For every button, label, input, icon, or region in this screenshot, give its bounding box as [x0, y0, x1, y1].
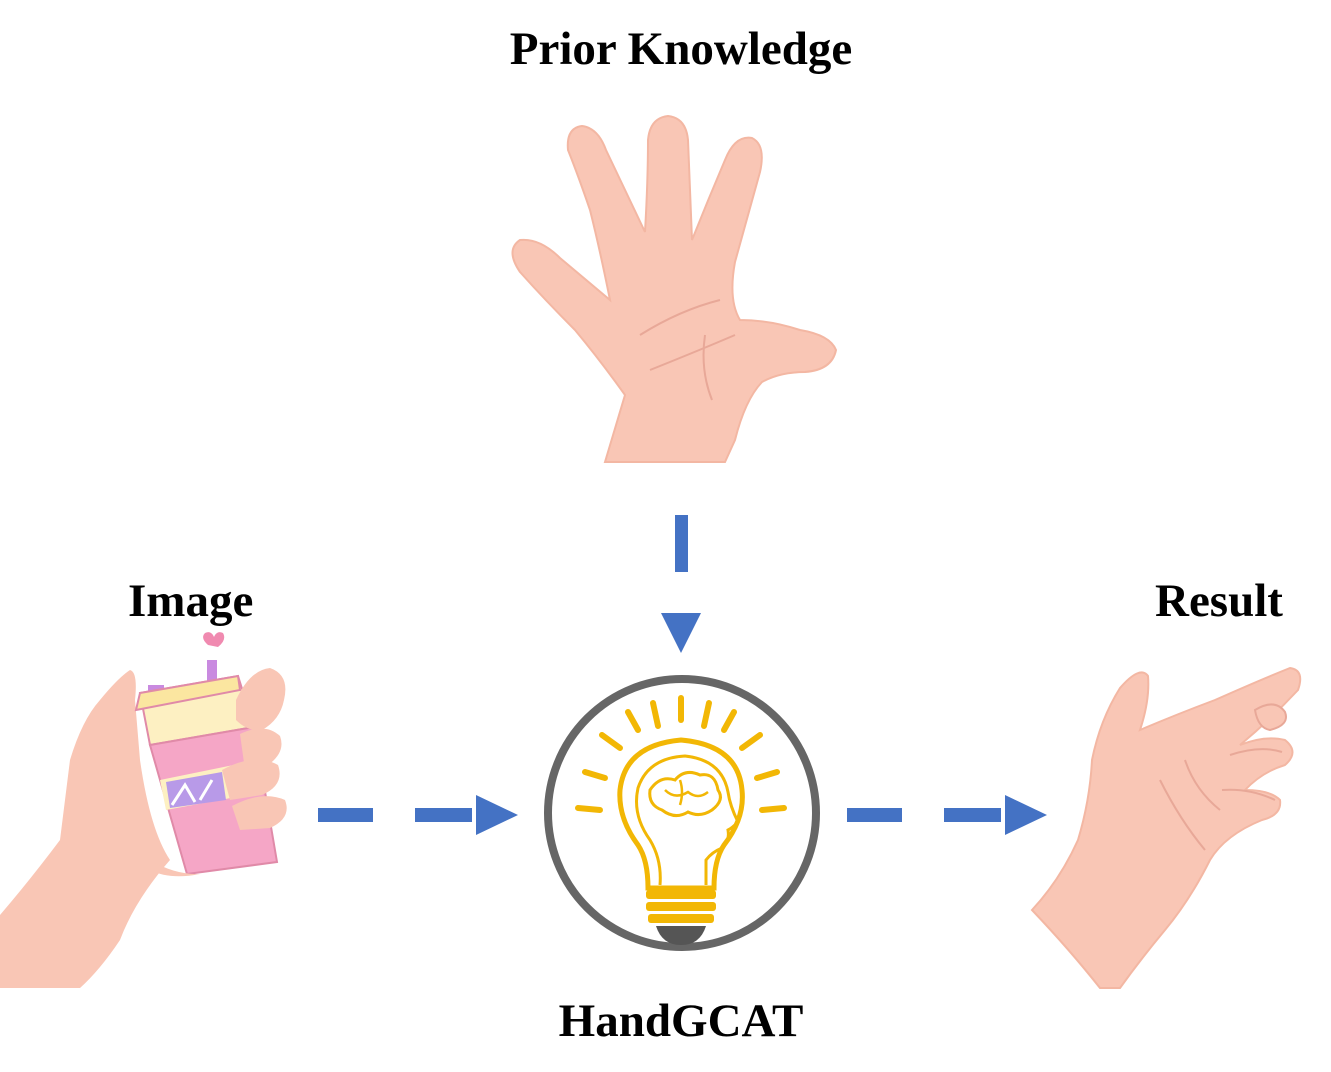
- open-hand-icon: [511, 114, 838, 463]
- hand-holding-cup-icon: [0, 632, 287, 988]
- prior-knowledge-label: Prior Knowledge: [509, 23, 853, 75]
- right-arrow-left: [318, 795, 518, 835]
- cup-icon: [134, 632, 279, 876]
- down-arrow: [661, 515, 701, 653]
- result-label: Result: [1155, 575, 1283, 627]
- right-arrow-right: [847, 795, 1047, 835]
- reconstructed-hand-icon: [1030, 666, 1302, 989]
- lightbulb-brain-icon: [544, 675, 820, 951]
- image-label: Image: [128, 575, 254, 627]
- method-label: HandGCAT: [558, 995, 804, 1047]
